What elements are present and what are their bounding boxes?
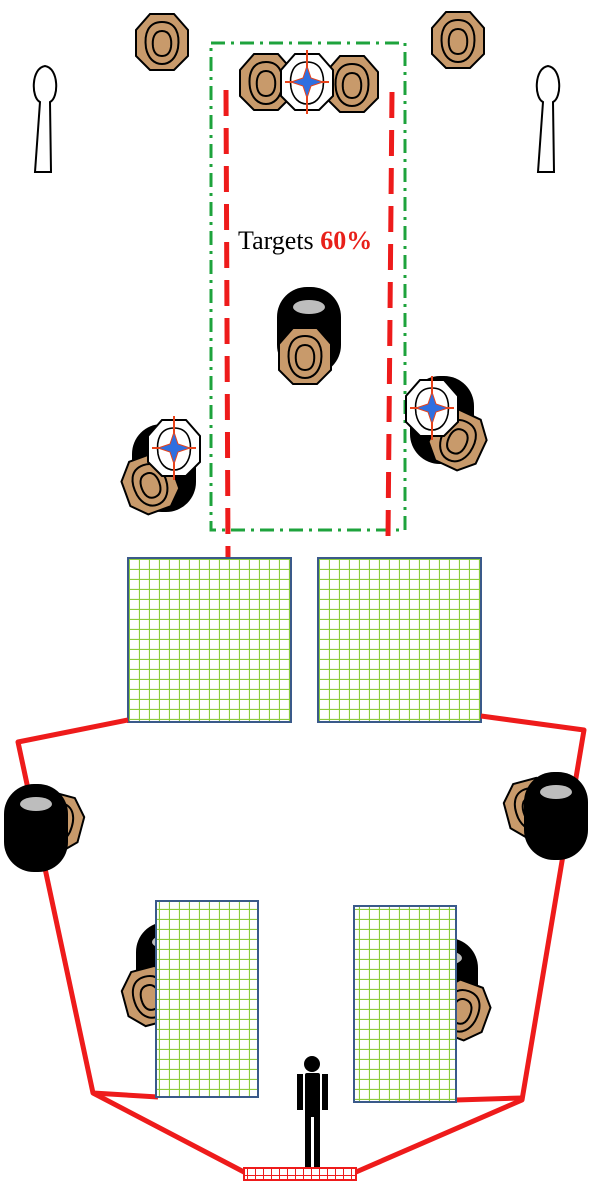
paper-target-icon	[135, 13, 189, 71]
wall-panel-icon	[127, 557, 292, 723]
start-box	[243, 1167, 357, 1181]
wall-panel-icon	[353, 905, 457, 1103]
fault-line-left	[92, 1090, 159, 1100]
paper-target-icon	[278, 327, 332, 385]
targets-label-text: Targets	[238, 226, 314, 255]
targets-label: Targets 60%	[238, 225, 372, 257]
fault-line-left	[223, 89, 231, 559]
barrel-icon	[524, 772, 588, 860]
shooter-figure-icon	[297, 1056, 328, 1167]
targets-percent: 60%	[320, 226, 373, 255]
fault-line-right	[385, 91, 395, 539]
no-shoot-target-icon	[405, 375, 459, 441]
popper-icon	[32, 65, 58, 173]
no-shoot-target-icon	[147, 415, 201, 481]
popper-icon	[535, 65, 561, 173]
wall-panel-icon	[155, 900, 259, 1098]
wall-panel-icon	[317, 557, 482, 723]
barrel-icon	[4, 784, 68, 872]
fault-line-right	[455, 1095, 523, 1103]
no-shoot-target-icon	[280, 49, 334, 115]
paper-target-icon	[431, 11, 485, 69]
target-zone-box	[209, 41, 407, 532]
